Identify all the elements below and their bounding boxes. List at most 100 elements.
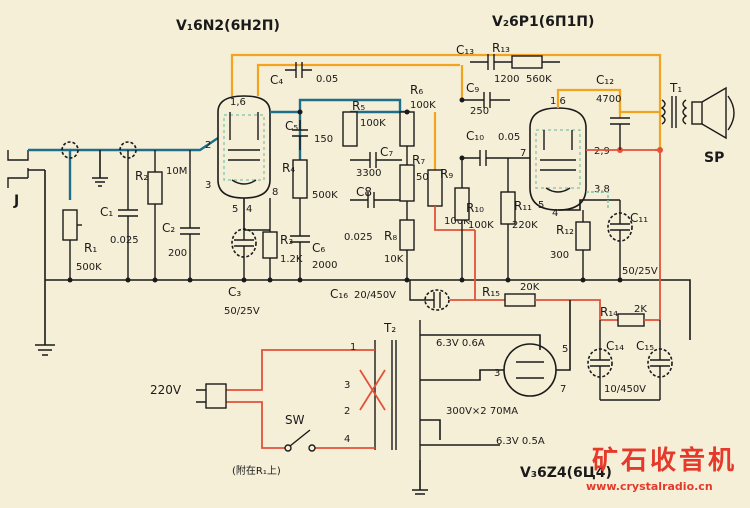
c14-label: C₁₄ [606,339,624,353]
jack-label: J [13,193,19,209]
r14-resistor [600,313,660,327]
c4-label: C₄ [270,73,283,87]
v2-pin5: 5 [538,200,544,211]
c15-capacitor [647,320,673,400]
v1-pin16: 1,6 [230,97,246,108]
c7-label: C₇ [380,145,393,159]
heater-winding-wire [420,334,541,350]
watermark-brand: 矿石收音机 www.crystalradio.cn [584,440,750,503]
v2-tube [529,107,587,211]
v3-pin7: 7 [560,384,566,395]
c13-value: 1200 [494,74,519,85]
c9-label: C₉ [466,81,479,95]
c2-label: C₂ [162,221,175,235]
c5-label: C₅ [285,119,298,133]
c7-value: 3300 [356,168,381,179]
v3-title: V₃6Z4(6Ц4) [520,465,612,481]
mains-wire [226,349,375,449]
c1-value: 0.025 [110,235,139,246]
ground-symbol-left [35,344,55,356]
r6-resistor [399,111,415,147]
r9-label: R₉ [440,167,453,181]
r6-label: R₆ [410,83,423,97]
r4-value: 500K [312,190,338,201]
t2-pin2: 2 [344,406,350,417]
v2-pin7: 7 [520,148,526,159]
r3-resistor [262,198,278,280]
c16-capacitor [409,230,476,311]
c1-label: C₁ [100,205,113,219]
b-plus-tap [256,63,460,96]
t2-pin1: 1 [350,342,356,353]
c3-value: 50/25V [224,306,260,317]
r15-resistor [475,293,601,320]
r12-value: 300 [550,250,569,261]
v1-pin8: 8 [272,187,278,198]
chassis-ground [92,150,108,187]
c9-value: 250 [470,106,489,117]
primary-cross [359,369,386,411]
v1-pin4: 4 [246,204,252,215]
r15-label: R₁₅ [482,285,500,299]
r3-label: R₃ [280,233,293,247]
grid-wire [70,137,219,152]
power-switch-icon [284,429,316,452]
r2-resistor [147,150,163,280]
c10-capacitor [462,150,530,166]
v1-title: V₁6N2(6H2П) [176,18,280,34]
c3-capacitor [231,228,257,280]
c5-value: 150 [314,134,333,145]
v1-pin3: 3 [205,180,211,191]
c8-value: 0.025 [344,232,373,243]
c4-value: 0.05 [316,74,338,85]
c4-capacitor [285,62,312,78]
c2-value: 200 [168,248,187,259]
input-jack [7,150,45,188]
r8-label: R₈ [384,229,397,243]
c12-label: C₁₂ [596,73,614,87]
r8-value: 10K [384,254,404,265]
r2-value: 10M [166,166,187,177]
c13-label: C₁₃ [456,43,474,57]
c1415-value: 10/450V [604,384,646,395]
r5-label: R₅ [352,99,365,113]
v2-cathode-wire [558,199,620,211]
r1-value: 500K [76,262,102,273]
r11-value: 220K [512,220,538,231]
r12-resistor [575,210,591,280]
v1-tube [217,95,271,199]
r1-label: R₁ [84,241,97,255]
c9-capacitor [460,65,510,108]
r9-value: 100K [444,216,470,227]
c14-capacitor [587,320,613,400]
c15-label: C₁₅ [636,339,654,353]
c2-capacitor [180,150,200,280]
r10-value: 100K [468,220,494,231]
r13-label: R₁₃ [492,41,510,55]
t2-power-transformer [374,320,421,460]
mains-label: 220V [150,383,182,397]
mains-plug-icon [196,383,227,409]
ground-bus [45,279,691,340]
c11-label: C₁₁ [630,211,648,225]
r4-label: R₄ [282,161,295,175]
c8-label: C8 [356,185,372,199]
t1-label: T₁ [669,81,682,95]
speaker-icon [691,86,735,140]
r11-label: R₁₁ [514,199,532,213]
c10-value: 0.05 [498,132,520,143]
switch-note: (附在R₁上) [232,464,281,477]
v3-pin5: 5 [562,344,568,355]
c8-capacitor [350,192,402,208]
c11-capacitor [607,200,633,280]
v2-title: V₂6P1(6П1П) [492,14,594,30]
t2-ground [412,460,428,495]
r14-value: 2K [634,304,647,315]
c5-capacitor [292,120,308,150]
t2-pin3: 3 [344,380,350,391]
winding3-label: 6.3V 0.5A [496,436,545,447]
c7-capacitor [350,152,402,168]
r10-label: R₁₀ [466,201,484,215]
v1-pin5: 5 [232,204,238,215]
